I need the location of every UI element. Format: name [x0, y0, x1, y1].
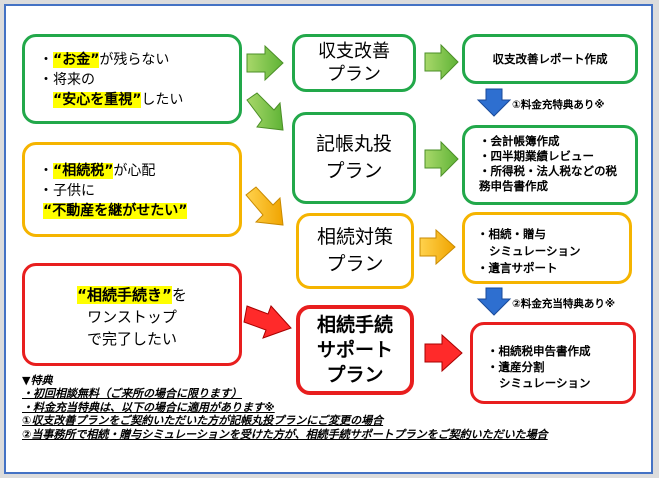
- need-box-inheritance: ・“相続税”が心配 ・子供に “不動産を継がせたい”: [22, 142, 242, 237]
- footer-line-2: ・料金充当特典は、以下の場合に適用があります※: [22, 400, 275, 414]
- arrow-money-to-bookkeeping: [246, 92, 284, 131]
- footer-line-1: ・初回相談無料（ご来所の場合に限ります）: [22, 387, 242, 401]
- plan-inheritance-tax: 相続対策 プラン: [296, 213, 414, 289]
- arrow-procedure-to-support: [243, 305, 292, 339]
- result-support: ・相続税申告書作成 ・遺産分割 シミュレーション: [470, 322, 636, 404]
- highlight-realestate: “不動産を継がせたい”: [43, 203, 188, 219]
- note-fee-credit-2: ②料金充当特典あり※: [512, 298, 616, 310]
- footer-title: ▼特典: [22, 374, 53, 387]
- need-box-procedure: “相続手続き”を ワンストップ で完了したい: [22, 263, 242, 366]
- plan-support: 相続手続 サポート プラン: [296, 305, 414, 395]
- footer-line-4: ②当事務所で相続・贈与シミュレーションを受けた方が、相続手続サポートプランをご契…: [22, 427, 548, 441]
- footer-line-3: ①収支改善プランをご契約いただいた方が記帳丸投プランにご変更の場合: [22, 414, 384, 428]
- benefits-footer: ▼特典 ・初回相談無料（ご来所の場合に限ります） ・料金充当特典は、以下の場合に…: [22, 374, 548, 441]
- arrow-income-to-result: [424, 43, 459, 81]
- result-income: 収支改善レポート作成: [462, 34, 638, 84]
- arrow-money-to-income: [246, 44, 284, 82]
- arrow-inheritance-plan-to-result: [419, 228, 456, 266]
- result-inheritance-tax: ・相続・贈与 シミュレーション ・遺言サポート: [462, 212, 632, 284]
- highlight-procedure: “相続手続き”: [77, 286, 172, 304]
- plan-bookkeeping: 記帳丸投 プラン: [292, 112, 416, 204]
- result-bookkeeping: ・会計帳簿作成 ・四半期業績レビュー ・所得税・法人税などの税務申告書作成: [462, 125, 638, 205]
- highlight-tax: “相続税”: [53, 163, 114, 179]
- arrow-down-note2: [476, 287, 512, 316]
- plan-income: 収支改善 プラン: [292, 34, 416, 92]
- highlight-money: “お金”: [53, 52, 100, 68]
- highlight-safety: “安心を重視”: [53, 92, 142, 108]
- arrow-support-to-result: [424, 333, 463, 373]
- need-box-money: ・“お金”が残らない ・将来の “安心を重視”したい: [22, 34, 242, 124]
- arrow-down-note1: [476, 88, 512, 117]
- arrow-bookkeeping-to-result: [424, 140, 459, 178]
- arrow-inheritance-to-plan: [245, 186, 284, 226]
- note-fee-credit-1: ①料金充特典あり※: [512, 99, 605, 111]
